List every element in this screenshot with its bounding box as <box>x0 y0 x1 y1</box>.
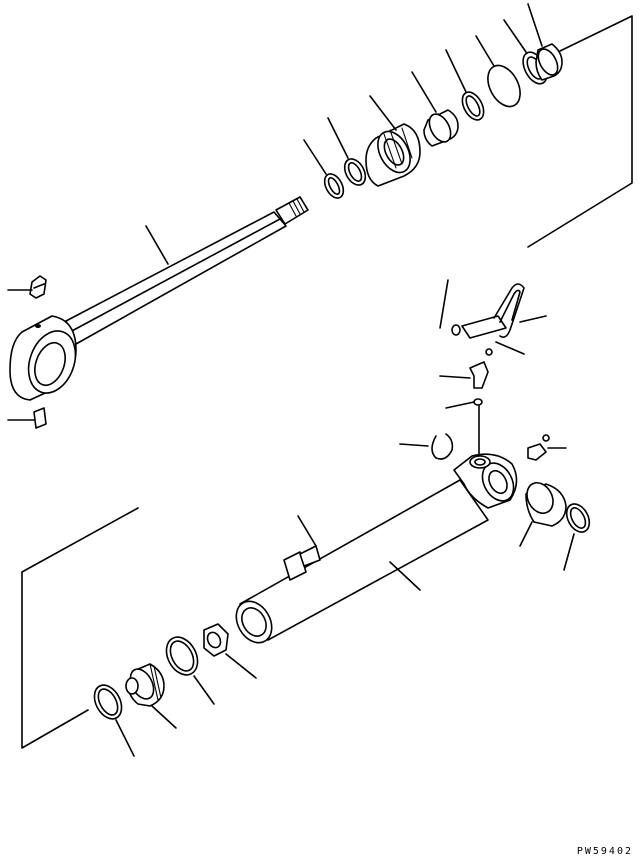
pin-bushing-icon <box>519 481 567 547</box>
grease-fitting-icon <box>7 275 47 429</box>
drawing-code: PW59402 <box>576 846 633 857</box>
grease-fitting-icon <box>527 434 567 461</box>
rod-eye-bushing-icon <box>9 315 77 401</box>
pipe-icon <box>439 279 547 355</box>
o-ring-icon <box>475 35 521 108</box>
pin-bushing-icon <box>453 453 518 509</box>
o-ring-icon <box>485 348 493 356</box>
wear-ring-icon <box>165 636 215 705</box>
piston-rod-icon <box>65 196 309 345</box>
snap-ring-icon <box>303 139 345 199</box>
cylinder-tube-icon <box>235 479 489 644</box>
dust-seal-icon <box>527 3 563 81</box>
o-ring-icon <box>327 117 367 186</box>
lower-group-frame <box>21 507 139 749</box>
snap-ring-icon <box>93 684 135 757</box>
cylinder-head-icon <box>365 95 421 187</box>
snap-ring-icon <box>563 503 591 571</box>
backup-ring-icon <box>445 49 485 121</box>
piston-nut-icon <box>203 623 257 679</box>
snap-ring-icon <box>399 433 454 460</box>
piston-icon <box>125 663 177 729</box>
wear-ring-icon <box>411 71 459 147</box>
rod-leader-line <box>145 225 169 265</box>
upper-group-frame <box>527 15 633 248</box>
elbow-fitting-icon <box>439 361 489 455</box>
